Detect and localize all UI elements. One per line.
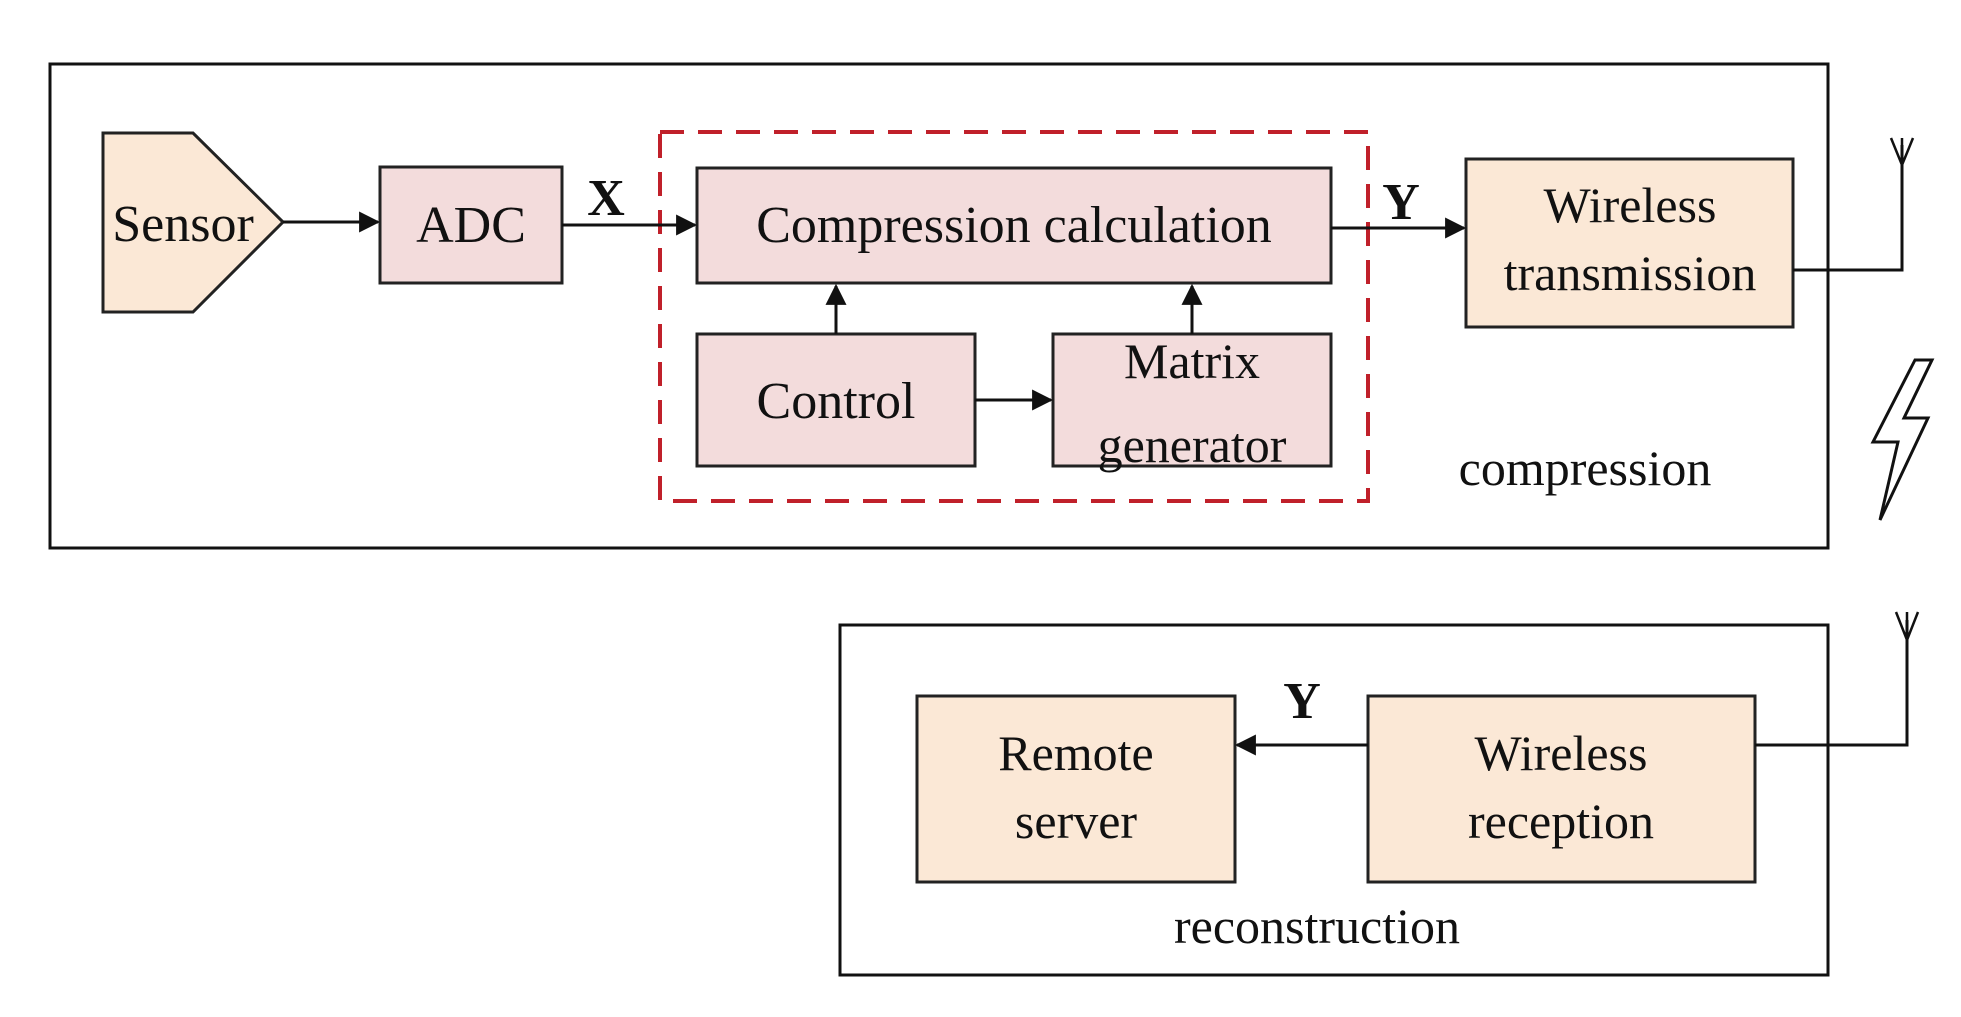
wireless-reception-label-line1: Wireless [1475, 725, 1648, 781]
wireless-reception-block [1366, 694, 1757, 884]
compression-region-label: compression [1459, 440, 1712, 496]
compression-region [48, 62, 1830, 550]
reconstruction-region-label: reconstruction [1174, 898, 1460, 954]
adc-label: ADC [416, 197, 526, 254]
sensor-label: Sensor [112, 196, 254, 253]
wireless-transmission-label-line1: Wireless [1544, 177, 1717, 233]
control-block [695, 332, 977, 468]
transmit-antenna-wire [1793, 145, 1904, 272]
sensor-block [101, 131, 286, 314]
remote-server-label-line2: server [1015, 793, 1137, 849]
matrix-generator-label-line2: generator [1098, 417, 1287, 473]
reconstruction-region [838, 623, 1830, 977]
compression-core-dashed-box [658, 130, 1370, 503]
wireless-transmission-label-line2: transmission [1504, 245, 1757, 301]
remote-server-label-line1: Remote [998, 725, 1154, 781]
signal-x-label: X [587, 170, 625, 227]
compression-calculation-block [695, 166, 1333, 285]
signal-y-top-label: Y [1382, 174, 1420, 231]
lightning-bolt-icon [1870, 358, 1935, 521]
receive-antenna-icon [1894, 611, 1920, 641]
wireless-transmission-block [1464, 157, 1795, 329]
remote-server-block [915, 694, 1237, 884]
transmit-antenna-icon [1889, 137, 1915, 166]
compression-calculation-label: Compression calculation [756, 197, 1272, 254]
receive-antenna-wire [1755, 620, 1909, 747]
control-label: Control [757, 373, 916, 430]
adc-block [378, 165, 564, 285]
wireless-reception-label-line2: reception [1468, 793, 1654, 849]
signal-y-bottom-label: Y [1283, 673, 1321, 730]
matrix-generator-label-line1: Matrix [1124, 333, 1260, 389]
